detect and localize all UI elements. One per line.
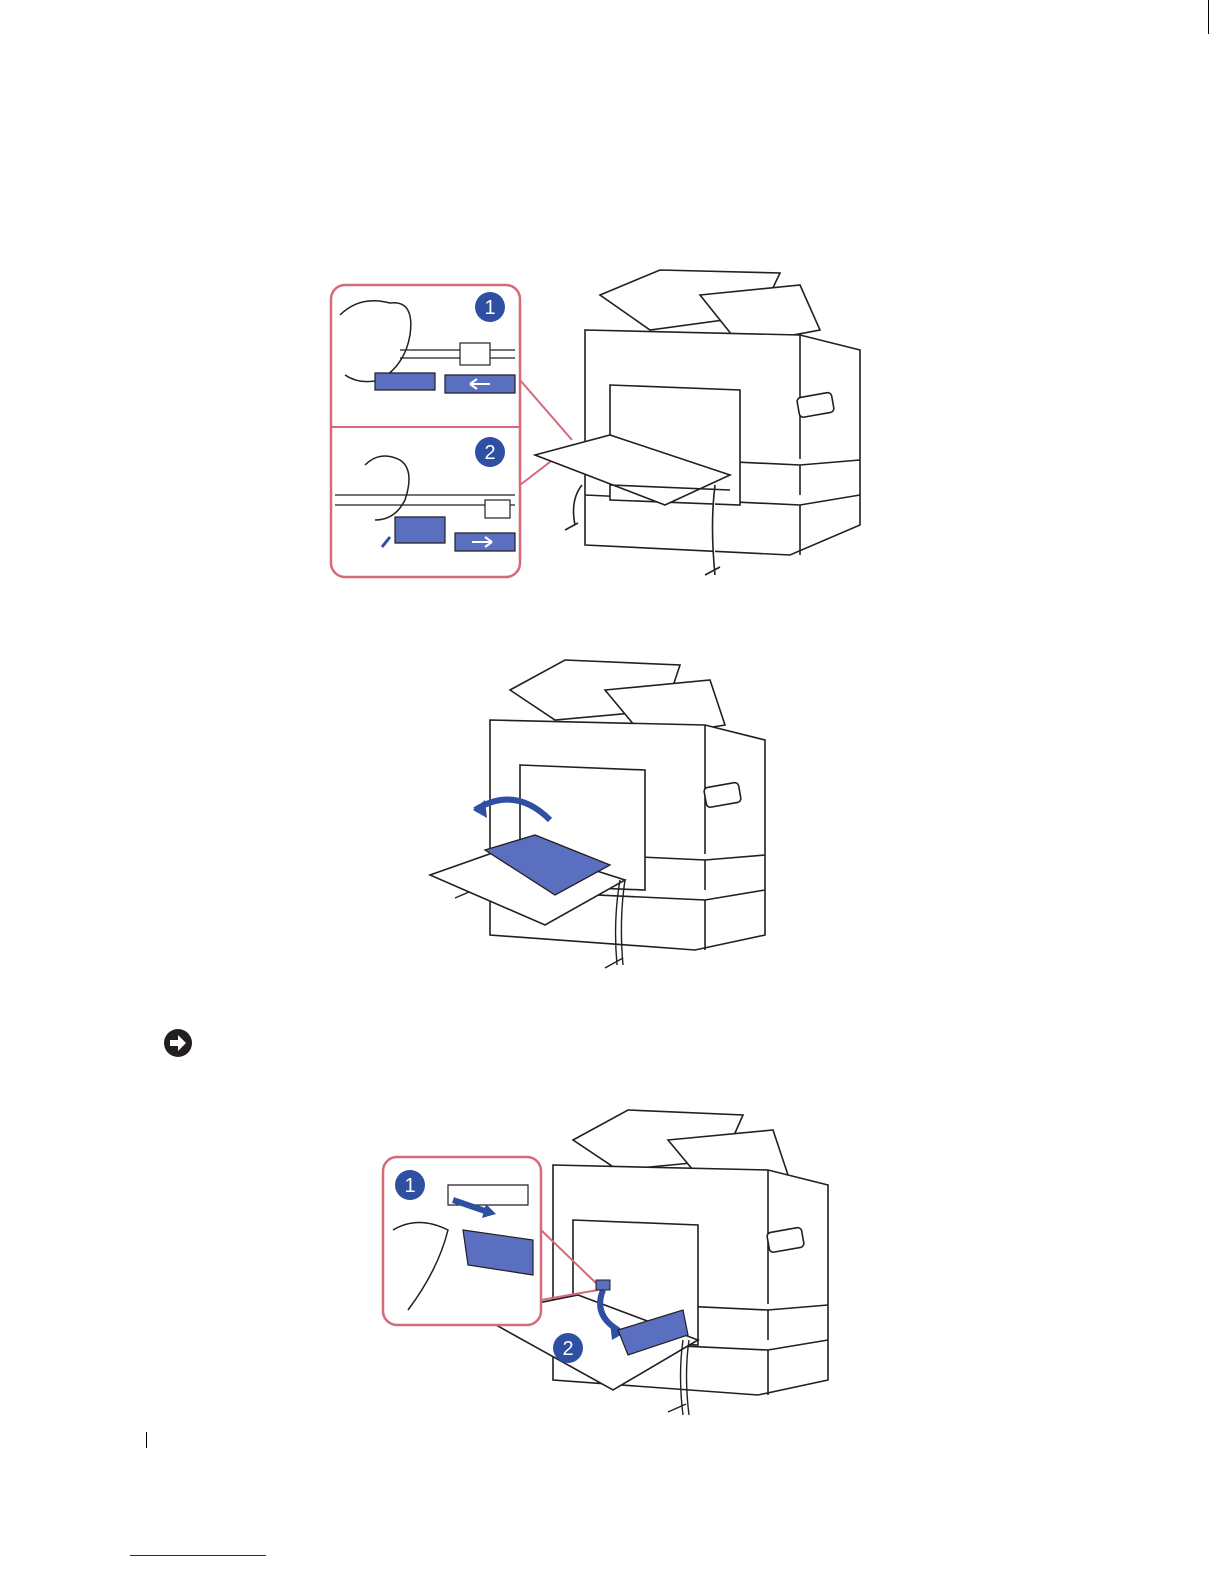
callout-1-label: 1 <box>484 297 495 319</box>
figure-close-duplex-guide: 1 2 <box>378 1100 838 1420</box>
figure-remove-jam-rear-cover: 1 2 <box>320 255 880 585</box>
notice-icon <box>163 1028 193 1058</box>
callout-2-label: 2 <box>562 1338 573 1360</box>
callout-1-label: 1 <box>404 1175 415 1197</box>
figure-lift-duplex-guide <box>425 650 770 975</box>
callout-2: 2 <box>553 1333 583 1363</box>
inset-panel <box>331 285 572 577</box>
callout-2-label: 2 <box>484 442 495 464</box>
margin-bar <box>146 1432 147 1448</box>
callout-2: 2 <box>475 437 505 467</box>
printer-illustration <box>535 270 860 575</box>
callout-1: 1 <box>395 1170 425 1200</box>
footer-link-underline[interactable] <box>130 1555 266 1556</box>
callout-1: 1 <box>475 292 505 322</box>
top-crop-mark <box>1208 0 1209 34</box>
